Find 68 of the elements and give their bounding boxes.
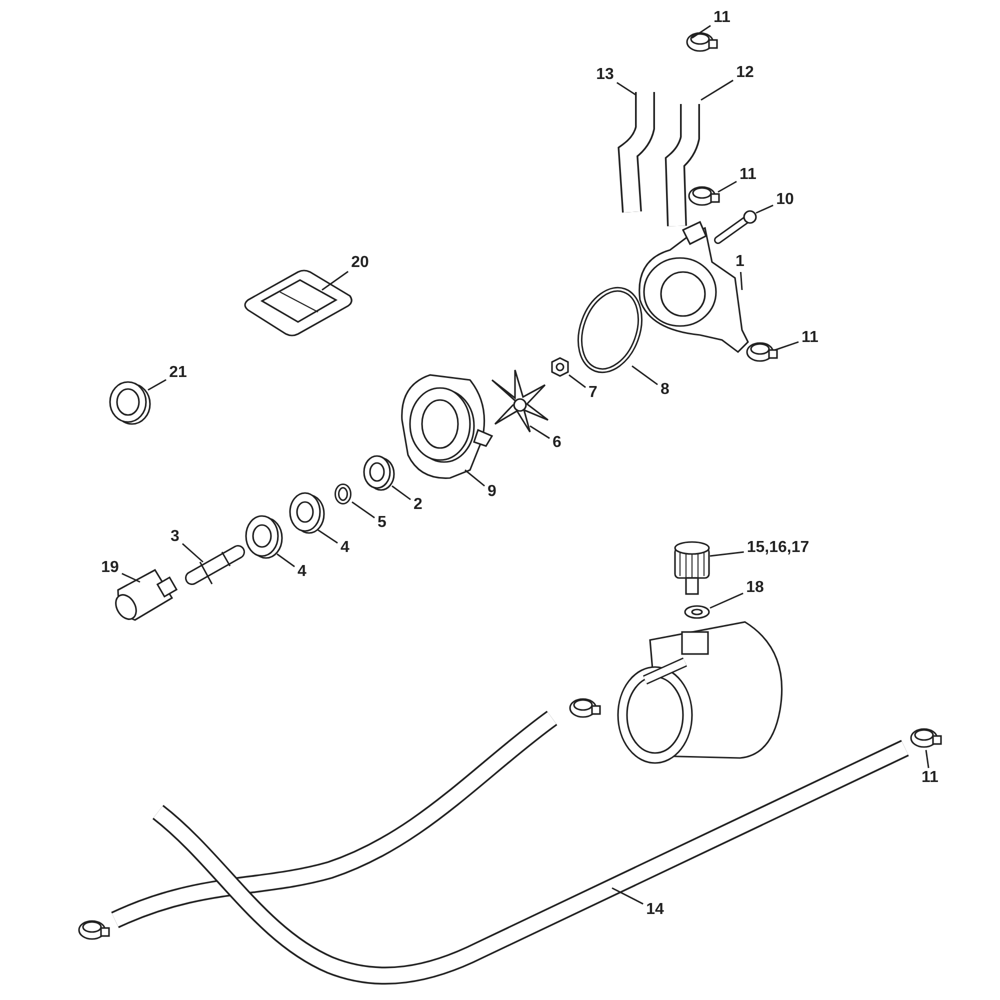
callout-number: 11 — [714, 10, 730, 26]
leader-line — [710, 551, 744, 557]
callout-number: 9 — [488, 484, 496, 500]
callout-number: 20 — [351, 255, 369, 271]
circlip-drawing — [334, 484, 352, 504]
leader-line — [352, 501, 375, 518]
leader-line — [774, 341, 799, 351]
leader-line — [568, 374, 586, 388]
leader-line — [318, 529, 338, 544]
leader-line — [464, 469, 486, 486]
callout-number: 5 — [378, 515, 386, 531]
callout-number: 7 — [588, 385, 598, 401]
callout-number: 6 — [552, 435, 562, 451]
leader-line — [756, 204, 774, 214]
leader-line — [616, 82, 636, 96]
cover-drawing — [244, 270, 352, 336]
callout-number: 19 — [101, 560, 119, 576]
leader-line — [632, 365, 658, 386]
leader-line — [925, 750, 930, 768]
hose-drawing — [618, 92, 655, 213]
leader-line — [530, 425, 550, 439]
leader-line — [148, 379, 166, 391]
callout-number: 11 — [740, 167, 756, 183]
callout-number: 1 — [736, 254, 744, 270]
leader-line — [612, 887, 644, 905]
nut-drawing — [551, 357, 569, 377]
flange-drawing — [401, 374, 494, 479]
leader-line — [740, 272, 743, 290]
clamp-drawing — [688, 186, 720, 206]
callout-number: 11 — [802, 330, 818, 346]
clamp-drawing — [686, 32, 718, 52]
leader-line — [700, 80, 734, 101]
seal-ring-drawing — [109, 381, 151, 425]
screw-drawing — [714, 210, 757, 244]
leader-line — [392, 485, 411, 500]
leader-line — [122, 572, 140, 583]
callout-number: 2 — [414, 497, 422, 513]
bearing-drawing — [245, 515, 283, 559]
leader-line — [182, 543, 204, 563]
leader-line — [276, 553, 295, 568]
hose-drawing — [665, 104, 700, 226]
callout-number: 3 — [170, 529, 180, 545]
cap-drawing — [674, 541, 710, 595]
callout-number: 4 — [298, 564, 306, 580]
callout-number: 4 — [340, 540, 350, 556]
callout-number: 10 — [776, 192, 794, 208]
callout-number: 13 — [596, 67, 614, 83]
callout-number: 8 — [660, 382, 670, 398]
leader-line — [710, 592, 744, 609]
leader-line — [692, 25, 711, 39]
o-ring-drawing — [578, 286, 642, 374]
callout-number: 14 — [646, 902, 664, 918]
shaft-drawing — [185, 545, 245, 585]
callout-number: 11 — [922, 770, 938, 786]
callout-number: 12 — [736, 65, 754, 81]
pump-housing-drawing — [638, 220, 749, 353]
callout-number: 21 — [169, 365, 187, 381]
callout-number: 15,16,17 — [746, 540, 810, 556]
bearing-drawing — [289, 492, 325, 534]
clamp-drawing — [910, 728, 942, 748]
impeller-drawing — [491, 369, 549, 433]
washer-drawing — [684, 605, 710, 619]
callout-number: 18 — [746, 580, 764, 596]
clamp-drawing — [746, 342, 778, 362]
leader-line — [322, 270, 349, 291]
ring-drawing — [363, 455, 395, 491]
leader-line — [718, 180, 737, 193]
hose-drawing — [152, 740, 909, 984]
